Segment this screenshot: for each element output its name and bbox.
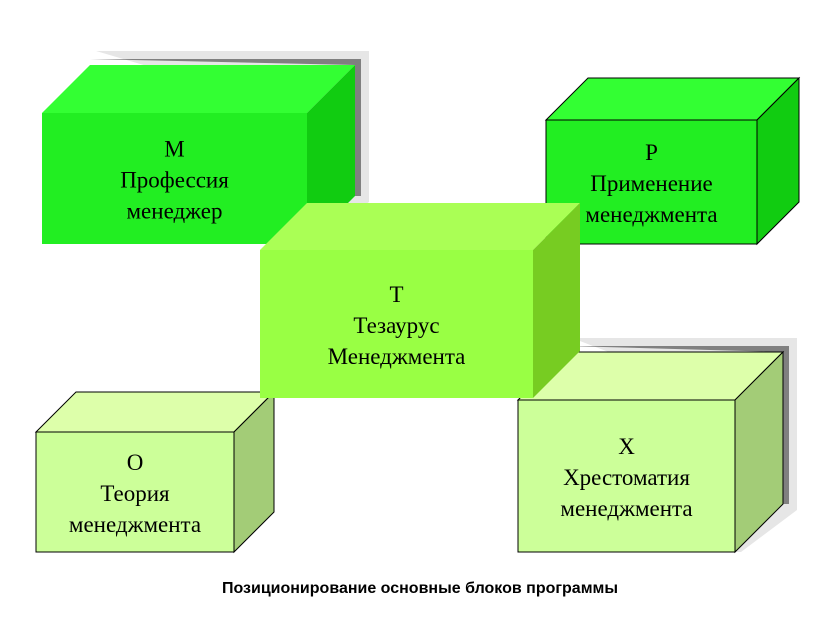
block-line1: Применение [590,171,713,196]
block-line2: менеджмента [585,202,717,227]
block-letter: О [127,450,144,475]
block-line2: Менеджмента [328,344,466,369]
block-front-face [545,119,758,245]
block-front-face [35,431,235,553]
block-top-face [544,77,801,121]
block-front-face [42,113,307,244]
block-letter: Т [389,282,403,307]
block-line2: менеджер [127,199,223,224]
block-top-face [42,65,355,113]
block-line2: менеджмента [560,496,692,521]
block-m: М Профессия менеджер [42,51,369,244]
block-x: Х Хрестоматия менеджмента [516,338,797,554]
block-letter: М [164,137,184,162]
block-line2: менеджмента [69,512,201,537]
block-top-face [34,391,276,433]
block-line1: Теория [100,481,170,506]
block-front-face [517,399,736,553]
block-p: Р Применение менеджмента [544,76,801,246]
block-top-face [260,203,580,250]
block-front-face [260,250,533,398]
block-letter: Х [618,434,635,459]
diagram-caption: Позиционирование основные блоков програм… [221,580,619,597]
block-side-face [533,203,580,398]
block-o: О Теория менеджмента [34,390,276,554]
block-side-face [307,65,355,244]
block-line1: Профессия [120,168,229,193]
block-letter: Р [645,140,658,165]
block-line1: Тезаурус [353,313,439,338]
block-line1: Хрестоматия [563,465,690,490]
